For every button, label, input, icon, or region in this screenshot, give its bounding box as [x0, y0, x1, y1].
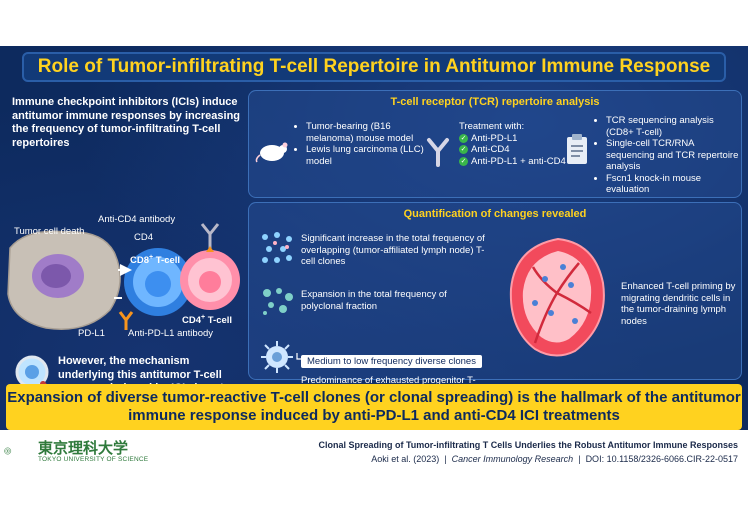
check-icon: ✓: [459, 156, 468, 166]
quant-item: Expansion in the total frequency of poly…: [301, 289, 447, 312]
infographic-canvas: Role of Tumor-infiltrating T-cell Repert…: [0, 46, 748, 430]
quantification-panel: Quantification of changes revealed Signi…: [248, 202, 742, 398]
tcell-clones-icon: [262, 232, 292, 263]
treatment-block: Treatment with: ✓Anti-PD-L1 ✓Anti-CD4 ✓A…: [459, 121, 569, 167]
title-banner: Role of Tumor-infiltrating T-cell Repert…: [22, 52, 726, 82]
tcr-analysis-panel: T-cell receptor (TCR) repertoire analysi…: [248, 90, 742, 198]
tumor-illustration: [7, 223, 240, 330]
cd8-t-cell-label: CD8+ T-cell: [130, 254, 181, 267]
models-list: Tumor-bearing (B16 melanoma) mouse model…: [295, 121, 425, 167]
mouse-icon: [255, 142, 288, 163]
analysis-item: TCR sequencing analysis (CD8+ T-cell): [606, 115, 741, 138]
authors: Aoki et al. (2023): [371, 454, 440, 464]
model-item: Tumor-bearing (B16 melanoma) mouse model: [306, 121, 425, 144]
cd4-label: CD4: [134, 232, 154, 243]
antibody-icon: [427, 138, 449, 167]
anti-pdl1-label: Anti-PD-L1 antibody: [128, 328, 214, 339]
model-item: Lewis lung carcinoma (LLC) model: [306, 144, 425, 167]
paper-title: Clonal Spreading of Tumor-infiltrating T…: [318, 440, 738, 450]
check-icon: ✓: [459, 133, 468, 143]
clipboard-icon: [567, 134, 587, 164]
treatment-item: Anti-PD-L1: [471, 132, 518, 144]
pdl1-label: PD-L1: [78, 328, 105, 339]
page-title: Role of Tumor-infiltrating T-cell Repert…: [37, 56, 711, 77]
journal-name: Cancer Immunology Research: [451, 454, 574, 464]
treatment-item: Anti-PD-L1 + anti-CD4: [471, 155, 566, 167]
anti-cd4-label: Anti-CD4 antibody: [98, 214, 176, 225]
university-name-en: TOKYO UNIVERSITY OF SCIENCE: [38, 456, 149, 463]
treatment-heading: Treatment with:: [459, 121, 525, 132]
treatment-item: Anti-CD4: [471, 144, 510, 155]
anti-cd4-antibody-icon: [200, 223, 220, 248]
university-seal-logo: [4, 447, 12, 455]
conclusion-banner: Expansion of diverse tumor-reactive T-ce…: [6, 384, 742, 430]
polyclonal-fraction-icon: [263, 288, 293, 315]
analyses-list: TCR sequencing analysis (CD8+ T-cell) Si…: [595, 115, 741, 196]
priming-text: Enhanced T-cell priming by migrating den…: [621, 281, 736, 327]
doi: DOI: 10.1158/2326-6066.CIR-22-0517: [585, 454, 738, 464]
conclusion-text: Expansion of diverse tumor-reactive T-ce…: [7, 389, 741, 424]
intro-text: Immune checkpoint inhibitors (ICIs) indu…: [12, 96, 241, 149]
cd4-t-cell-label: CD4+ T-cell: [182, 314, 233, 327]
anti-pdl1-antibody-icon: [118, 311, 134, 330]
exhausted-tcell-icon: [261, 341, 293, 373]
lymph-node-icon: [509, 237, 605, 357]
citation-line: Aoki et al. (2023) | Cancer Immunology R…: [371, 454, 738, 464]
quant-item: Significant increase in the total freque…: [301, 233, 485, 267]
analysis-item: Fscn1 knock-in mouse evaluation: [606, 173, 741, 196]
quant-heading: Quantification of changes revealed: [403, 208, 587, 220]
university-name-jp: 東京理科大学: [38, 439, 129, 457]
diverse-clones-label: Medium to low frequency diverse clones: [301, 355, 482, 368]
tumor-cell-death-label: Tumor cell death: [14, 226, 85, 237]
check-icon: ✓: [459, 145, 468, 154]
analysis-item: Single-cell TCR/RNA sequencing and TCR r…: [606, 138, 741, 173]
tcr-heading: T-cell receptor (TCR) repertoire analysi…: [390, 96, 600, 108]
left-panel: Immune checkpoint inhibitors (ICIs) indu…: [6, 90, 242, 408]
